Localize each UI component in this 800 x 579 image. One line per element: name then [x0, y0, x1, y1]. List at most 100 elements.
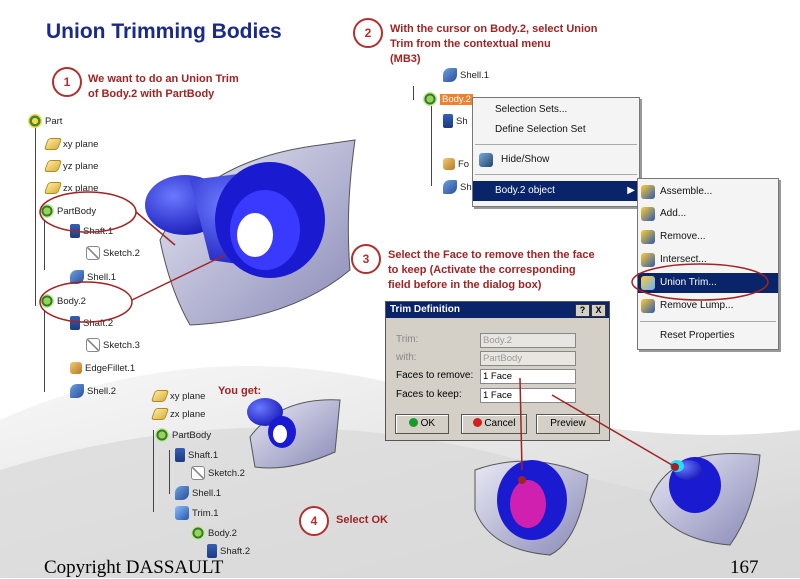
assemble-icon	[641, 185, 655, 199]
with-field[interactable]: PartBody	[480, 351, 576, 366]
step-3-badge: 3	[351, 244, 381, 274]
submenu-item-remove-lump[interactable]: Remove Lump...	[638, 296, 778, 316]
tree-node-xy-plane[interactable]: xy plane	[43, 138, 98, 150]
step-1-badge: 1	[52, 67, 82, 97]
result-node-xy-plane[interactable]: xy plane	[150, 390, 205, 402]
result-node-shaft-2[interactable]: Shaft.2	[207, 544, 250, 558]
context-submenu: Assemble... Add... Remove... Intersect..…	[637, 178, 779, 350]
ok-button[interactable]: OK	[395, 414, 449, 434]
step-2-line-2: Trim from the contextual menu	[390, 38, 551, 50]
spec-tree-snippet: Shell.1 Body.2 Sh Fo Sh	[405, 66, 489, 196]
step-1-text: We want to do an Union Trim of Body.2 wi…	[88, 72, 239, 102]
result-node-body-2[interactable]: Body.2	[191, 526, 237, 540]
tree-node-yz-plane[interactable]: yz plane	[43, 160, 98, 172]
snippet-node-shaft[interactable]: Sh	[443, 114, 468, 128]
cancel-button[interactable]: Cancel	[461, 414, 527, 434]
body-icon	[423, 92, 437, 106]
step-3-line-3: field before in the dialog box)	[388, 279, 542, 291]
menu-item-body-2-object[interactable]: Body.2 object ▶	[473, 181, 639, 201]
sketch-icon	[86, 246, 100, 260]
result-node-shaft-1[interactable]: Shaft.1	[175, 448, 218, 462]
shell-icon	[70, 270, 84, 284]
menu-item-selection-sets[interactable]: Selection Sets...	[495, 104, 568, 115]
step-2-line-3: (MB3)	[390, 53, 421, 65]
body-3d-model-result	[247, 398, 341, 469]
result-node-zx-plane[interactable]: zx plane	[150, 408, 205, 420]
menu-separator	[475, 174, 637, 175]
trim-definition-dialog: Trim Definition ? X Trim: Body.2 with: P…	[385, 301, 610, 441]
menu-separator	[640, 321, 776, 322]
step-1-line-2: of Body.2 with PartBody	[88, 88, 215, 100]
submenu-item-intersect[interactable]: Intersect...	[638, 250, 778, 270]
body-3d-model-face-keep	[649, 452, 761, 546]
submenu-item-remove[interactable]: Remove...	[638, 227, 778, 247]
submenu-item-assemble[interactable]: Assemble...	[638, 182, 778, 202]
faces-to-keep-field[interactable]: 1 Face	[480, 388, 576, 403]
plane-icon	[150, 390, 170, 402]
plane-icon	[150, 408, 170, 420]
shaft-icon	[70, 224, 80, 238]
cancel-icon	[472, 418, 482, 427]
body-icon	[191, 526, 205, 540]
result-node-sketch-2[interactable]: Sketch.2	[191, 466, 245, 480]
intersect-icon	[641, 253, 655, 267]
edge-fillet-icon	[443, 158, 455, 170]
trim-icon	[175, 506, 189, 520]
menu-item-hide-show[interactable]: Hide/Show	[473, 150, 639, 170]
menu-item-define-selection-set[interactable]: Define Selection Set	[495, 124, 586, 135]
snippet-node-fillet[interactable]: Fo	[443, 158, 469, 170]
body-icon	[40, 204, 54, 218]
page-title: Union Trimming Bodies	[46, 20, 282, 43]
preview-button[interactable]: Preview	[536, 414, 600, 434]
shell-icon	[175, 486, 189, 500]
tree-node-zx-plane[interactable]: zx plane	[43, 182, 98, 194]
plane-icon	[43, 182, 63, 194]
menu-separator	[475, 144, 637, 145]
submenu-item-union-trim[interactable]: Union Trim...	[638, 273, 778, 293]
step-2-line-1: With the cursor on Body.2, select Union	[390, 23, 598, 35]
sketch-icon	[86, 338, 100, 352]
shaft-icon	[207, 544, 217, 558]
snippet-node-body-2[interactable]: Body.2	[423, 92, 473, 106]
step-3-text: Select the Face to remove then the face …	[388, 248, 595, 293]
part-icon	[28, 114, 42, 128]
tree-node-shell-1[interactable]: Shell.1	[70, 270, 116, 284]
shell-icon	[70, 384, 84, 398]
snippet-node-shell-1[interactable]: Shell.1	[443, 68, 489, 82]
shell-icon	[443, 68, 457, 82]
snippet-node-shell[interactable]: Sh	[443, 180, 472, 194]
tree-node-body-2[interactable]: Body.2	[40, 294, 86, 308]
tree-node-shaft-2[interactable]: Shaft.2	[70, 316, 113, 330]
submenu-arrow-icon: ▶	[627, 185, 635, 196]
step-4-text: Select OK	[336, 513, 388, 528]
shaft-icon	[443, 114, 453, 128]
step-4-badge: 4	[299, 506, 329, 536]
result-node-shell-1[interactable]: Shell.1	[175, 486, 221, 500]
faces-to-keep-label: Faces to keep:	[396, 389, 462, 400]
step-2-text: With the cursor on Body.2, select Union …	[390, 22, 598, 67]
faces-to-remove-label: Faces to remove:	[396, 370, 474, 381]
result-node-trim-1[interactable]: Trim.1	[175, 506, 219, 520]
tree-node-edgefillet-1[interactable]: EdgeFillet.1	[70, 362, 135, 374]
dialog-titlebar: Trim Definition ? X	[386, 302, 609, 318]
remove-icon	[641, 230, 655, 244]
body-2-object-label: Body.2 object	[495, 185, 555, 196]
close-button[interactable]: X	[591, 304, 606, 317]
tree-node-sketch-2[interactable]: Sketch.2	[86, 246, 140, 260]
tree-node-shaft-1[interactable]: Shaft.1	[70, 224, 113, 238]
trim-field[interactable]: Body.2	[480, 333, 576, 348]
hide-show-icon	[479, 153, 493, 167]
submenu-item-add[interactable]: Add...	[638, 204, 778, 224]
shaft-icon	[175, 448, 185, 462]
tree-node-part[interactable]: Part	[28, 114, 62, 128]
tree-node-sketch-3[interactable]: Sketch.3	[86, 338, 140, 352]
copyright-footer: Copyright DASSAULT	[44, 557, 224, 578]
add-icon	[641, 207, 655, 221]
tree-node-shell-2[interactable]: Shell.2	[70, 384, 116, 398]
faces-to-remove-field[interactable]: 1 Face	[480, 369, 576, 384]
submenu-item-reset-properties[interactable]: Reset Properties	[660, 330, 735, 341]
result-node-partbody[interactable]: PartBody	[155, 428, 211, 442]
tree-node-partbody[interactable]: PartBody	[40, 204, 96, 218]
help-button[interactable]: ?	[575, 304, 590, 317]
